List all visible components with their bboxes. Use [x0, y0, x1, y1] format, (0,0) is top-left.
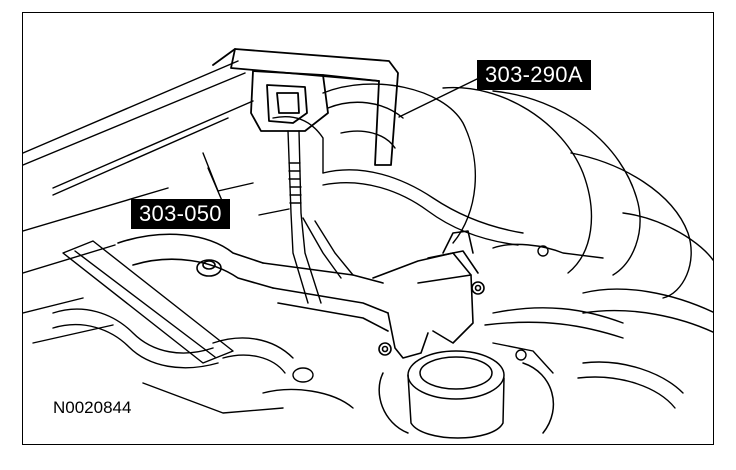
- round-component: [378, 350, 555, 439]
- frame-rails: [23, 60, 254, 364]
- engine-block-outline: [272, 83, 713, 333]
- illustration-frame: 303-290A 303-050 N0020844: [22, 12, 714, 445]
- callout-tool-303-290a: 303-290A: [477, 60, 591, 90]
- engine-mount-bracket: [117, 230, 485, 359]
- leader-line-303-290a: [398, 78, 478, 118]
- leader-line-303-050: [258, 208, 290, 216]
- lifting-bracket-tool: [212, 48, 399, 166]
- lower-hoses: [52, 308, 684, 414]
- engine-mount-line-drawing: [23, 48, 713, 439]
- callout-tool-303-050: 303-050: [131, 199, 230, 229]
- figure-id-label: N0020844: [53, 398, 132, 417]
- hoses-and-lines: [202, 152, 624, 374]
- threaded-rod: [287, 130, 354, 304]
